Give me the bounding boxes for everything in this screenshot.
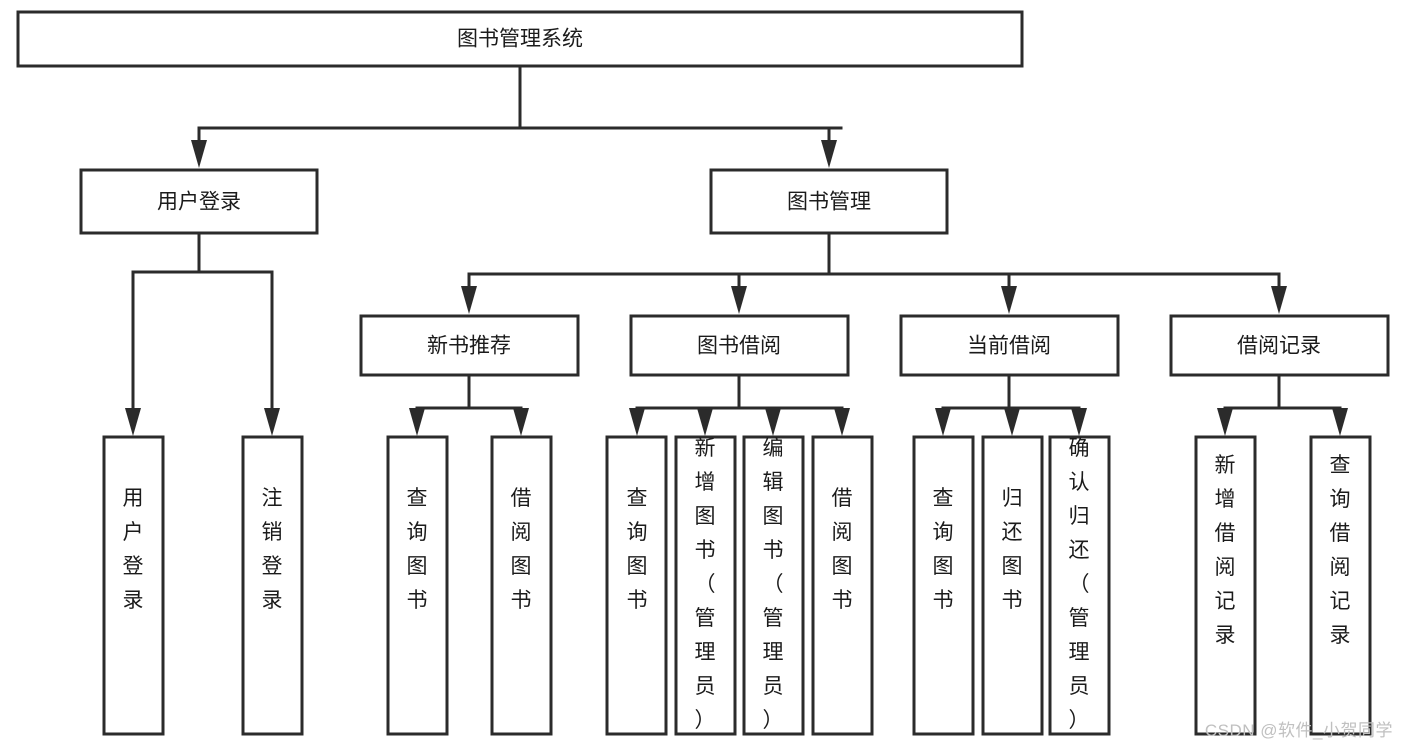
leaf-new-book-2-label: 借阅图书	[511, 487, 532, 612]
arrow-head-new-book-recommend	[461, 286, 477, 314]
leaf-book-borrow-2-label: 新增图书（管理员）	[695, 437, 716, 732]
node-new-book-recommend-box[interactable]	[359, 314, 580, 377]
node-user-login-box[interactable]	[79, 168, 319, 235]
leaf-book-borrow-4-box[interactable]	[811, 435, 874, 736]
leaf-book-borrow-3-label: 编辑图书（管理员）	[763, 437, 784, 732]
leaf-new-book-1-label: 查询图书	[407, 487, 428, 612]
arrow-head-current-borrow	[1001, 286, 1017, 314]
leaf-node[interactable]: 确认归还（管理员）	[1048, 435, 1111, 736]
connector-group-new-book-recommend	[409, 373, 529, 436]
leaf-borrow-record-1-box[interactable]	[1194, 435, 1257, 736]
leaf-borrow-record-2-box[interactable]	[1309, 435, 1372, 736]
leaf-node[interactable]: 查询图书	[912, 435, 975, 736]
connector-group-borrow-record	[1217, 373, 1348, 436]
connector-group-book-borrow	[629, 373, 850, 436]
arrow-head-leaf-current-borrow-2	[1004, 408, 1020, 436]
leaf-borrow-record-2-label: 查询借阅记录	[1330, 454, 1351, 647]
leaf-book-borrow-3-box[interactable]	[742, 435, 805, 736]
leaf-node[interactable]: 新增借阅记录	[1194, 435, 1257, 736]
leaf-book-borrow-1-box[interactable]	[605, 435, 668, 736]
arrow-head-leaf-book-borrow-2	[697, 408, 713, 436]
leaf-user-login-1-box[interactable]	[102, 435, 165, 736]
connector-group-root	[191, 64, 843, 168]
node-new-book-recommend-label: 新书推荐	[427, 335, 511, 358]
node-book-manage[interactable]: 图书管理	[709, 168, 949, 235]
node-current-borrow-box[interactable]	[899, 314, 1120, 377]
arrow-head-book-borrow	[731, 286, 747, 314]
leaf-node[interactable]: 归还图书	[981, 435, 1044, 736]
leaf-node[interactable]: 用户登录	[102, 435, 165, 736]
node-book-borrow[interactable]: 图书借阅	[629, 314, 850, 377]
leaf-node[interactable]: 借阅图书	[811, 435, 874, 736]
arrow-head-leaf-new-book-2	[513, 408, 529, 436]
node-user-login-label: 用户登录	[157, 191, 241, 214]
leaf-node[interactable]: 查询借阅记录	[1309, 435, 1372, 736]
leaf-node[interactable]: 新增图书（管理员）	[674, 435, 737, 736]
node-book-manage-label: 图书管理	[787, 191, 871, 214]
leaf-current-borrow-2-box[interactable]	[981, 435, 1044, 736]
leaf-node[interactable]: 借阅图书	[490, 435, 553, 736]
node-book-manage-box[interactable]	[709, 168, 949, 235]
arrow-head-leaf-book-borrow-3	[765, 408, 781, 436]
node-current-borrow-label: 当前借阅	[967, 335, 1051, 358]
arrow-head-borrow-record	[1271, 286, 1287, 314]
arrow-head-leaf-new-book-1	[409, 408, 425, 436]
node-current-borrow[interactable]: 当前借阅	[899, 314, 1120, 377]
leaf-node[interactable]: 注销登录	[241, 435, 304, 736]
node-new-book-recommend[interactable]: 新书推荐	[359, 314, 580, 377]
arrow-head-leaf-current-borrow-1	[935, 408, 951, 436]
arrow-head-leaf-borrow-record-2	[1332, 408, 1348, 436]
arrow-head-leaf-user-login-1	[125, 408, 141, 436]
node-root-box[interactable]	[16, 10, 1024, 68]
leaf-borrow-record-1-label: 新增借阅记录	[1215, 454, 1236, 647]
arrow-head-user-login	[191, 140, 207, 168]
leaf-current-borrow-2-label: 归还图书	[1002, 487, 1023, 612]
node-root-label: 图书管理系统	[457, 28, 583, 51]
node-user-login[interactable]: 用户登录	[79, 168, 319, 235]
node-book-borrow-box[interactable]	[629, 314, 850, 377]
leaf-book-borrow-4-label: 借阅图书	[832, 487, 853, 612]
arrow-head-leaf-user-login-2	[264, 408, 280, 436]
arrow-head-leaf-borrow-record-1	[1217, 408, 1233, 436]
leaf-node[interactable]: 查询图书	[605, 435, 668, 736]
leaf-node[interactable]: 编辑图书（管理员）	[742, 435, 805, 736]
node-borrow-record-box[interactable]	[1169, 314, 1390, 377]
leaf-book-borrow-2-box[interactable]	[674, 435, 737, 736]
leaf-current-borrow-1-box[interactable]	[912, 435, 975, 736]
leaf-book-borrow-1-label: 查询图书	[627, 487, 648, 612]
csdn-watermark: CSDN @软件_小贺同学	[1204, 721, 1393, 740]
arrow-head-book-manage	[821, 140, 837, 168]
leaf-user-login-2-label: 注销登录	[262, 487, 283, 612]
node-book-borrow-label: 图书借阅	[697, 335, 781, 358]
leaf-current-borrow-1-label: 查询图书	[933, 487, 954, 612]
leaf-current-borrow-3-label: 确认归还（管理员）	[1069, 437, 1090, 732]
leaf-new-book-1-box[interactable]	[386, 435, 449, 736]
arrow-head-leaf-current-borrow-3	[1071, 408, 1087, 436]
leaf-user-login-1-label: 用户登录	[123, 487, 144, 612]
leaf-current-borrow-3-box[interactable]	[1048, 435, 1111, 736]
leaf-user-login-2-box[interactable]	[241, 435, 304, 736]
node-root[interactable]: 图书管理系统	[16, 10, 1024, 68]
connector-group-user-login	[125, 231, 280, 436]
leaf-new-book-2-box[interactable]	[490, 435, 553, 736]
arrow-head-leaf-book-borrow-1	[629, 408, 645, 436]
connector-group-current-borrow	[935, 373, 1087, 436]
node-borrow-record[interactable]: 借阅记录	[1169, 314, 1390, 377]
arrow-head-leaf-book-borrow-4	[834, 408, 850, 436]
leaf-node[interactable]: 查询图书	[386, 435, 449, 736]
node-borrow-record-label: 借阅记录	[1237, 335, 1321, 358]
connector-group-book-manage	[461, 231, 1287, 314]
